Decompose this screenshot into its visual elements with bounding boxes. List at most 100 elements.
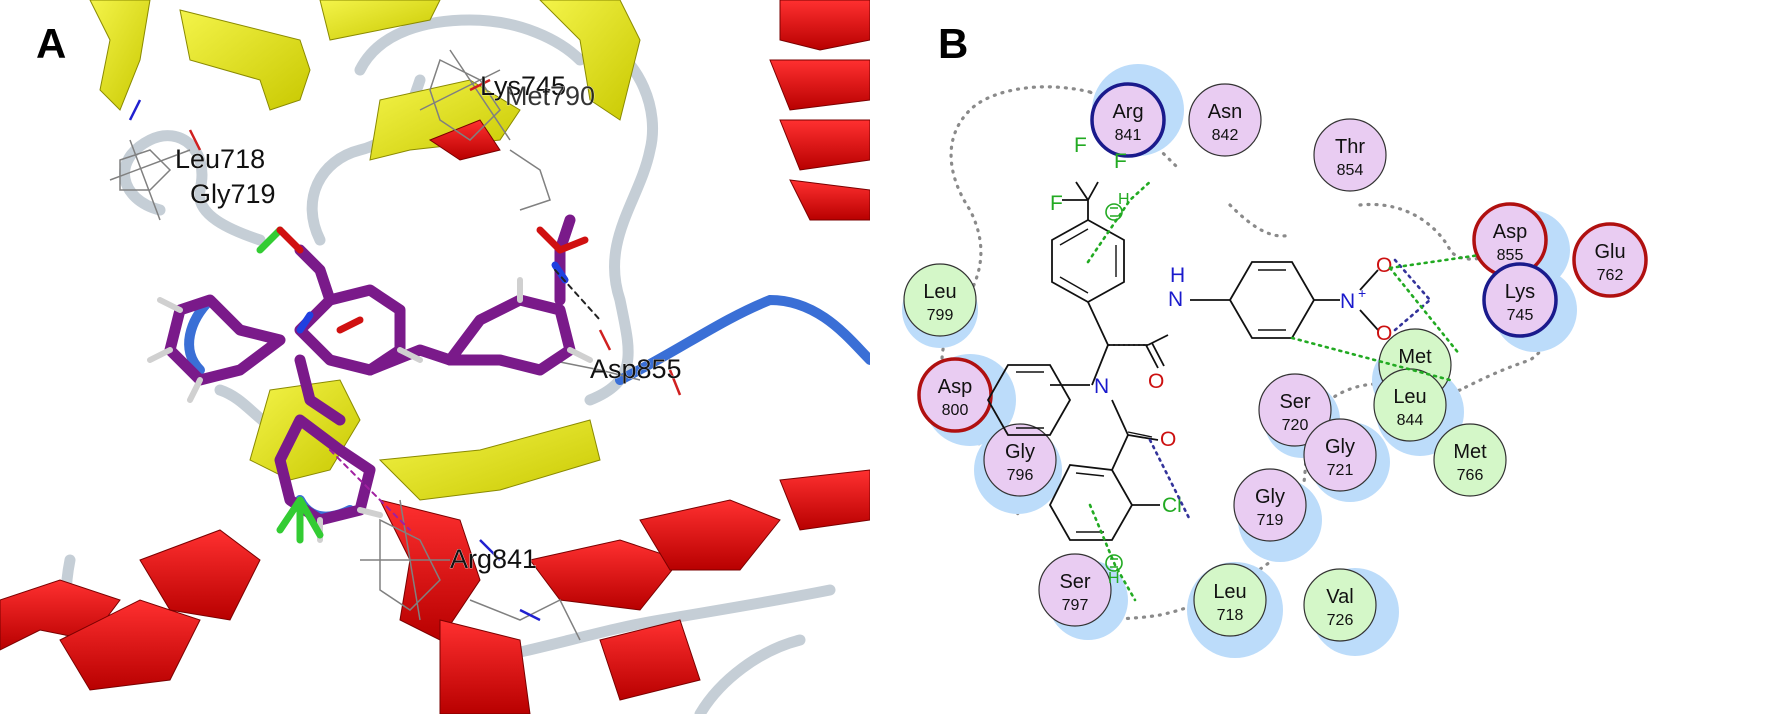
residue-circle [1038,553,1112,627]
residue-number: 854 [1337,162,1364,179]
label-lys745: Lys745 [480,71,566,101]
atom-o-nitro2: O [1376,322,1392,345]
residue-name: Leu [923,281,956,303]
atom-h-pi2: H [1108,570,1120,587]
protein-ligand-3d-view: Lys745 Met790 Leu718 Gly719 Asp855 Arg84… [0,0,870,714]
residue-number: 800 [942,402,969,419]
residue-bubble: Ser 797 [1038,553,1112,627]
ligand-sticks [147,214,601,544]
residue-number: 799 [927,307,954,324]
residue-bubble: Arg 841 [1090,82,1166,158]
residue-number: 796 [1007,467,1034,484]
residue-number: 718 [1217,607,1244,624]
residue-name: Asp [1493,221,1527,243]
residue-name: Asn [1208,101,1242,123]
residue-number: 841 [1115,127,1142,144]
residue-bubble: Asn 842 [1188,83,1262,157]
residue-name: Glu [1594,241,1625,263]
coil-loops [60,14,836,714]
residue-name: Thr [1335,136,1365,158]
alpha-helices [0,0,870,714]
panel-b-letter: B [938,20,969,67]
residue-number: 762 [1597,267,1624,284]
atom-n-amine: N [1094,375,1109,398]
residue-number: 719 [1257,512,1284,529]
residue-number: 855 [1497,247,1524,264]
label-arg841: Arg841 [450,544,537,574]
residue-circle [1193,563,1267,637]
residue-number: 721 [1327,462,1354,479]
residue-name: Met [1453,441,1487,463]
residue-circle [1433,423,1507,497]
atom-h-pi1: H [1118,191,1130,208]
residue-circle [1482,262,1558,338]
atom-f3: F [1050,192,1063,215]
label-met790: Met790 [505,81,595,111]
residue-circle [1090,82,1166,158]
label-leu718: Leu718 [175,144,265,174]
residue-circle [1258,373,1332,447]
residue-name: Gly [1005,441,1035,463]
label-asp855: Asp855 [590,354,682,384]
residue-heteroatoms [128,78,682,622]
residue-bubble: Asp 800 [917,357,993,433]
residue-name: Asp [938,376,972,398]
residue-name: Ser [1059,571,1090,593]
residue-bubble: Gly 719 [1233,468,1307,542]
residue-bubble: Val 726 [1303,568,1377,642]
atom-f1: F [1074,134,1087,157]
residue-name: Val [1326,586,1353,608]
residue-number: 726 [1327,612,1354,629]
residue-circle [1303,568,1377,642]
residue-circle [903,263,977,337]
atom-n-nitro: N [1340,290,1355,313]
residue-name: Gly [1255,486,1285,508]
residue-number: 745 [1507,307,1534,324]
residue-number: 842 [1212,127,1239,144]
atom-plus: + [1358,285,1366,301]
residue-name: Leu [1393,386,1426,408]
residue-number: 844 [1397,412,1424,429]
residue-wireframes [109,49,641,641]
residue-circle [1303,418,1377,492]
residue-bubble: Ser 720 [1258,373,1332,447]
residue-bubble: Met 766 [1433,423,1507,497]
residue-circle [1188,83,1262,157]
residue-bubble: Asp 855 [1472,202,1548,278]
residue-circle [1233,468,1307,542]
residue-bubble: Leu 718 [1193,563,1267,637]
atom-o-nitro1: O [1376,254,1392,277]
atom-labels: F F F H N N + O O O N O Cl H H [1050,134,1392,587]
residue-name: Arg [1112,101,1143,123]
residue-bubble: Leu 799 [903,263,977,337]
residue-bubble: Glu 762 [1572,222,1648,298]
label-gly719: Gly719 [190,179,276,209]
atom-cl: Cl [1162,494,1182,517]
residue-circle [1572,222,1648,298]
residue-number: 720 [1282,417,1309,434]
panel-a-letter: A [36,20,67,67]
residue-circle [1313,118,1387,192]
residue-name: Leu [1213,581,1246,603]
residue-circle [983,423,1057,497]
residue-number: 797 [1062,597,1089,614]
residue-name: Met [1398,346,1432,368]
residue-bubble: Thr 854 [1313,118,1387,192]
panel-a-docking-3d: A [0,0,870,714]
interaction-lines [1086,178,1482,602]
residue-labels-3d: Lys745 Met790 Leu718 Gly719 Asp855 Arg84… [175,71,682,575]
residue-bubble: Lys 745 [1482,262,1558,338]
ligand-structure [986,181,1379,541]
atom-o-amide: O [1148,370,1164,393]
residue-name: Lys [1505,281,1535,303]
atom-o-benzoyl: O [1160,428,1176,451]
atom-n-amide: N [1168,288,1183,311]
residue-bubble: Leu 844 [1373,368,1447,442]
residue-number: 766 [1457,467,1484,484]
residue-bubble: Gly 721 [1303,418,1377,492]
residue-name: Ser [1279,391,1310,413]
residue-name: Gly [1325,436,1355,458]
